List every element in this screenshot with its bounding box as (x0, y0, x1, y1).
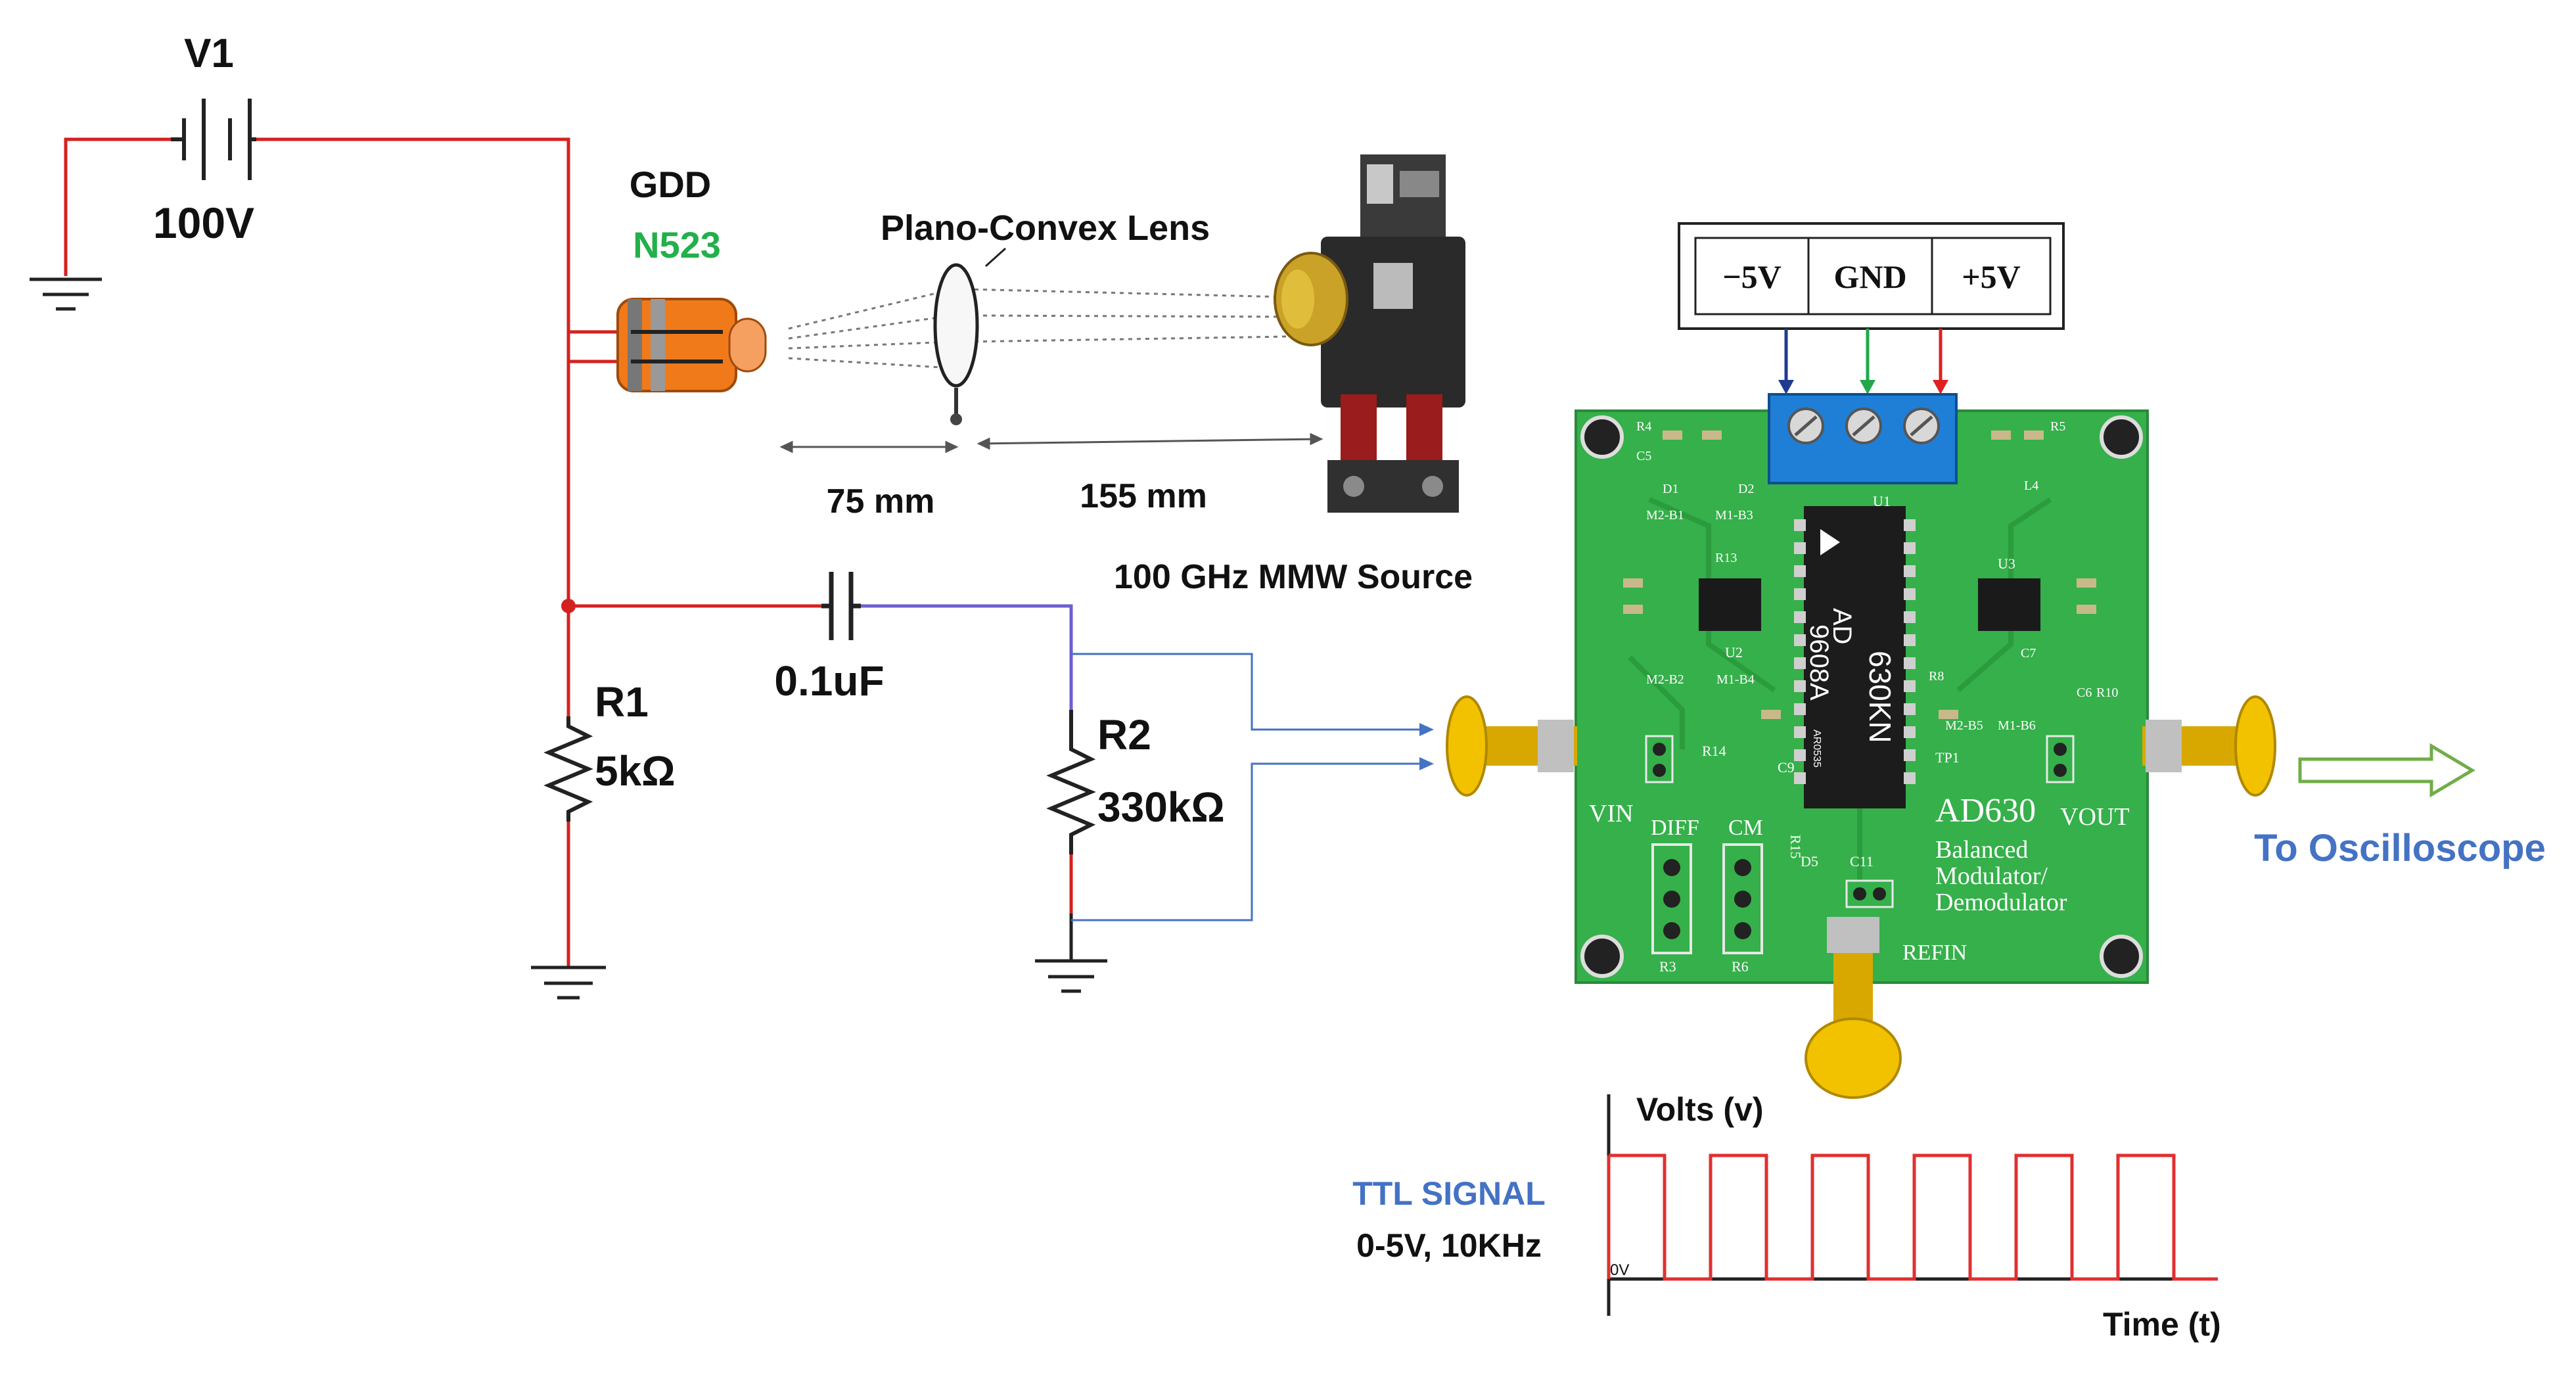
silk-desc-2: Modulator/ (1935, 862, 2048, 890)
label-minus5v: −5V (1722, 258, 1782, 295)
silk-u2: U2 (1725, 644, 1743, 661)
vin-arrow-top (1419, 723, 1434, 736)
wire-ground1-battery (64, 137, 171, 276)
silk-c7: C7 (2021, 646, 2036, 661)
wire-cap-right (861, 604, 1073, 710)
wire-signal-top (1071, 653, 1419, 731)
junction-dot (561, 599, 576, 613)
label-plus5v: +5V (1962, 258, 2021, 295)
silk-ad630: AD630 (1935, 792, 2036, 829)
silk-d5: D5 (1801, 853, 1818, 870)
silk-r6: R6 (1732, 958, 1749, 975)
sma-vin (1446, 695, 1577, 797)
silk-c6: C6 (2077, 686, 2092, 700)
cap-value: 0.1uF (774, 657, 884, 705)
distance-markers (779, 432, 1323, 454)
gdd-lamp (616, 298, 767, 392)
label-gnd: GND (1833, 258, 1906, 295)
silk-vout: VOUT (2060, 803, 2130, 831)
output-arrow (2298, 743, 2475, 798)
chip-mid: 9608A (1805, 624, 1833, 701)
silk-d1: D1 (1663, 482, 1678, 496)
silk-m1b6: M1-B6 (1998, 718, 2036, 733)
board-silkscreen: AD 9608A 630KN AR0535 AD630 Balanced Mod… (1589, 419, 2130, 975)
chip-small: AR0535 (1811, 730, 1822, 768)
resistor-r1 (543, 716, 593, 822)
silk-r13: R13 (1715, 551, 1737, 565)
ttl-spec: 0-5V, 10KHz (1356, 1227, 1542, 1264)
silk-tp1: TP1 (1935, 749, 1960, 766)
dist-75: 75 mm (827, 482, 935, 521)
silk-r3: R3 (1659, 958, 1676, 975)
beam-rays (788, 288, 1289, 369)
silk-c11: C11 (1850, 853, 1874, 870)
wire-battery-right (256, 137, 631, 334)
power-connector-box (1678, 222, 2065, 330)
ttl-y-axis-label: Volts (v) (1636, 1091, 1764, 1128)
ground-symbol (30, 277, 102, 311)
vin-arrow-bottom (1419, 757, 1434, 770)
silk-diff: DIFF (1651, 816, 1699, 840)
ttl-title: TTL SIGNAL (1352, 1175, 1546, 1212)
v1-value: 100V (153, 198, 254, 247)
silk-r5: R5 (2050, 419, 2065, 434)
silk-r15: R15 (1787, 835, 1804, 859)
r2-name: R2 (1097, 711, 1151, 758)
silk-r8: R8 (1929, 669, 1944, 684)
silk-m1b3: M1-B3 (1715, 508, 1753, 523)
lens-label: Plano-Convex Lens (881, 208, 1210, 248)
silk-desc-3: Demodulator (1935, 889, 2067, 916)
silk-u3: U3 (1998, 555, 2015, 572)
chip-part: 630KN (1863, 651, 1897, 743)
silk-cm: CM (1728, 816, 1763, 840)
sma-vout (2142, 695, 2276, 797)
resistor-r2 (1046, 710, 1096, 854)
plano-convex-lens (933, 247, 1007, 425)
ttl-waveform (1609, 1153, 2218, 1281)
silk-vin: VIN (1589, 800, 1634, 827)
silk-m2b5: M2-B5 (1945, 718, 1983, 733)
silk-m2b1: M2-B1 (1646, 508, 1684, 523)
silk-r14: R14 (1702, 743, 1726, 759)
silk-m1b4: M1-B4 (1716, 672, 1755, 687)
mmw-source-device (1274, 154, 1465, 513)
source-label: 100 GHz MMW Source (1114, 558, 1473, 596)
gdd-part: N523 (633, 224, 721, 266)
ad630-board (1575, 393, 2149, 984)
silk-r4: R4 (1636, 419, 1651, 434)
silk-c9: C9 (1778, 759, 1795, 776)
silk-u1: U1 (1873, 493, 1891, 509)
silk-refin: REFIN (1902, 941, 1967, 965)
silk-d2: D2 (1738, 482, 1754, 496)
dist-155: 155 mm (1080, 477, 1207, 515)
v1-name: V1 (184, 31, 234, 76)
ttl-x-axis-label: Time (t) (2103, 1306, 2221, 1343)
sma-refin (1805, 917, 1902, 1099)
silk-m2b2: M2-B2 (1646, 672, 1684, 687)
ground-symbol (531, 966, 606, 1000)
chip-top: AD (1828, 608, 1856, 645)
r1-value: 5kΩ (595, 747, 676, 795)
battery-v1 (171, 99, 256, 180)
capacitor (821, 572, 861, 640)
ttl-zero-label: 0V (1610, 1261, 1629, 1279)
power-arrows (1778, 329, 1948, 394)
gdd-label: GDD (630, 164, 711, 205)
silk-c5: C5 (1636, 449, 1651, 463)
silk-l4: L4 (2024, 478, 2038, 493)
silk-desc-1: Balanced (1935, 836, 2028, 864)
ground-symbol (1035, 959, 1107, 993)
silk-r10: R10 (2096, 686, 2118, 700)
wire-signal-bottom (1071, 762, 1419, 921)
r1-name: R1 (595, 678, 649, 726)
circuit-wires (64, 137, 1419, 966)
r2-value: 330kΩ (1097, 783, 1225, 831)
output-label: To Oscilloscope (2254, 827, 2546, 870)
